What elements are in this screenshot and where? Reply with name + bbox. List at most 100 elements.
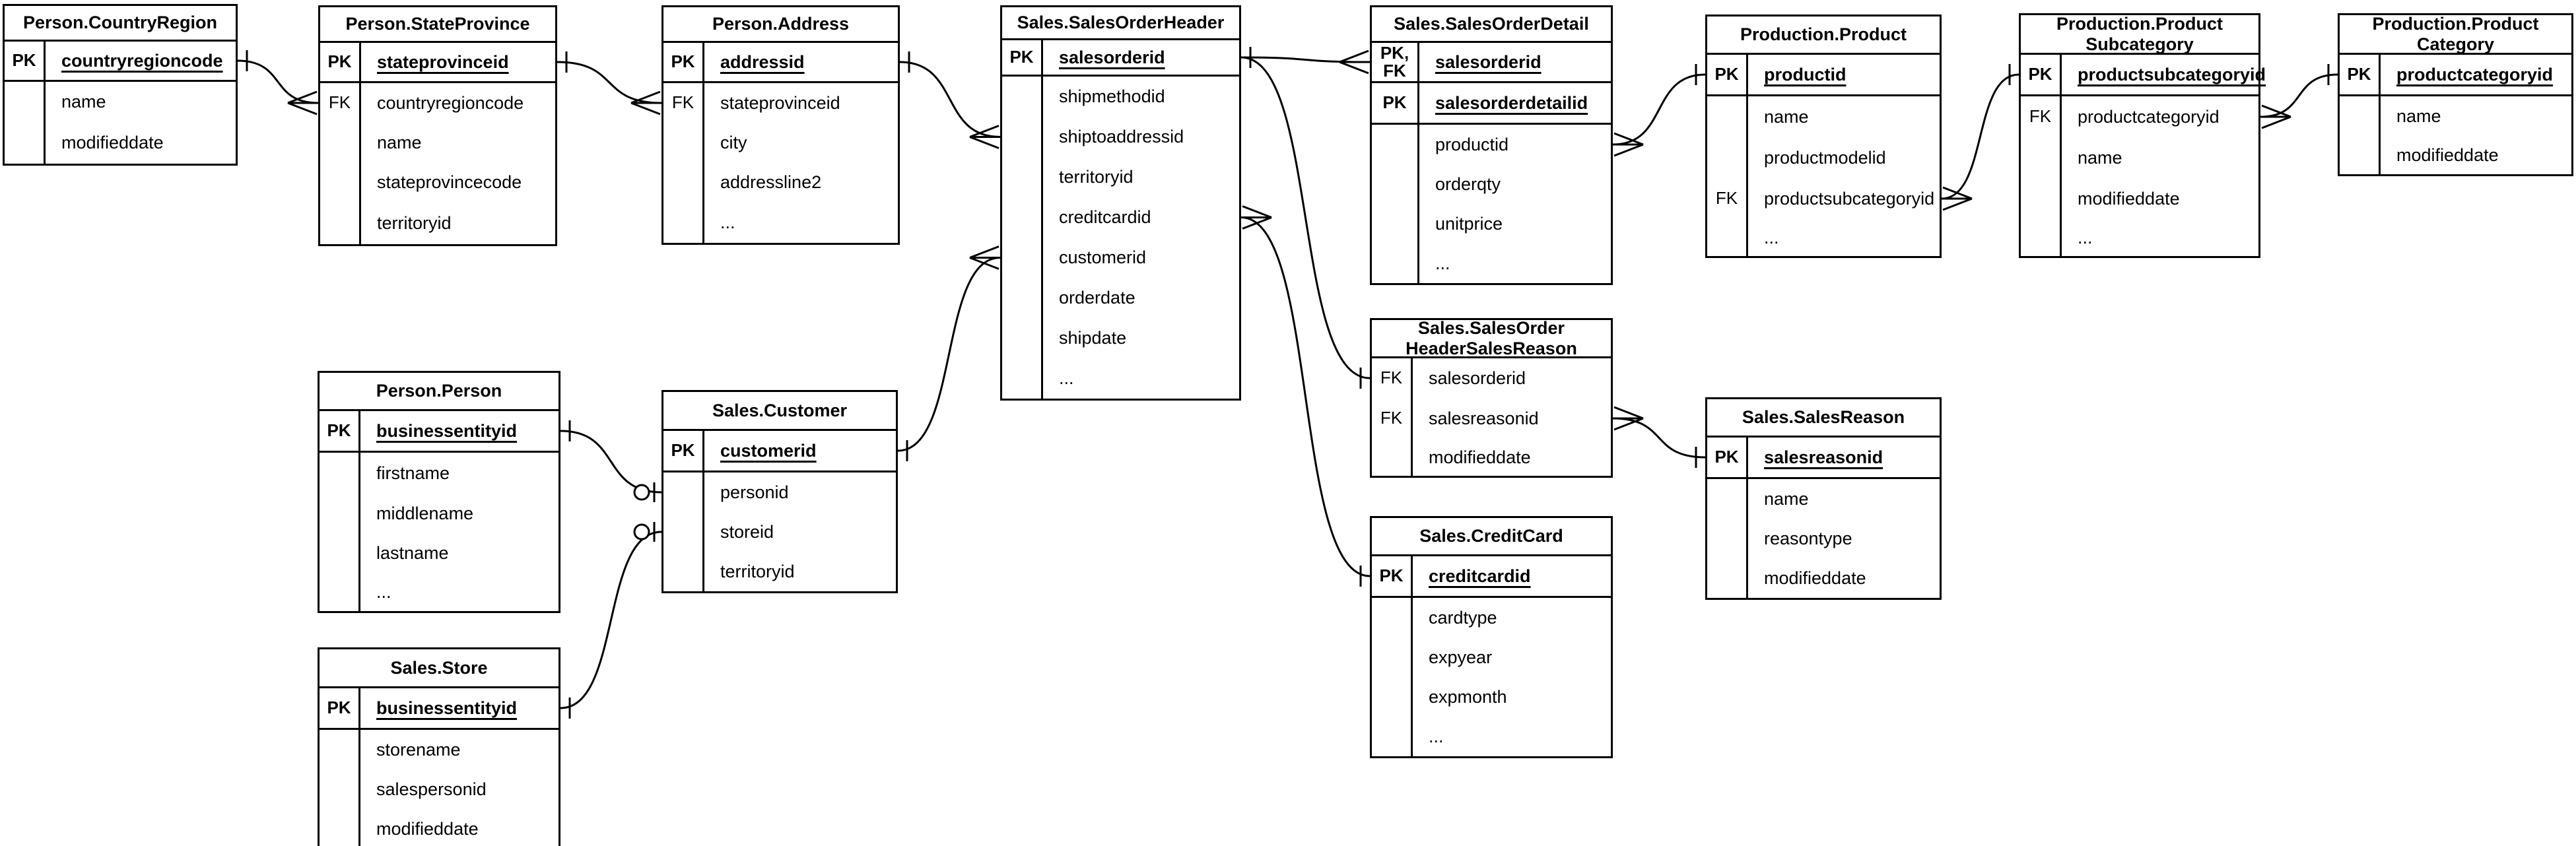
field-name: cardtype: [1429, 607, 1497, 628]
key-label: [1002, 278, 1043, 318]
field-name: shipdate: [1059, 328, 1127, 348]
key-label: [1372, 677, 1413, 717]
field-row: shipdate: [1002, 318, 1239, 358]
field-name: salesorderid: [1435, 51, 1542, 72]
field-row: territoryid: [663, 552, 896, 591]
relationship-store.businessentityid-to-customer.storeid: [560, 522, 662, 719]
relationship-salesorderheader.creditcardid-to-creditcard.creditcardid: [1240, 205, 1371, 587]
field-row: storeid: [663, 512, 896, 552]
field-name: modifieddate: [2396, 145, 2499, 165]
field-name: orderqty: [1435, 174, 1501, 194]
field-row: orderdate: [1002, 278, 1239, 318]
field-row: name: [2340, 96, 2571, 136]
relationship-headersalesreason.salesreasonid-to-salesreason.salesreasonid: [1612, 406, 1706, 468]
field-row: name: [1707, 96, 1940, 137]
field-name: middlename: [376, 503, 474, 523]
key-label: [320, 769, 360, 809]
field-name: ...: [720, 212, 735, 232]
field-name: businessentityid: [376, 698, 518, 718]
entity-title: Sales.CreditCard: [1372, 518, 1611, 556]
field-row: name: [5, 82, 236, 121]
field-row: PK, FK salesorderid: [1372, 43, 1611, 81]
field-row: productid: [1372, 125, 1611, 164]
field-row: lastname: [320, 533, 559, 573]
field-name: salesreasonid: [1429, 408, 1539, 428]
field-name: name: [61, 91, 106, 112]
field-row: orderqty: [1372, 164, 1611, 204]
field-name: modifieddate: [1429, 447, 1531, 467]
field-row: modifieddate: [2340, 136, 2571, 174]
key-label: [1372, 164, 1419, 204]
field-row: territoryid: [1002, 157, 1239, 197]
field-row: name: [2021, 137, 2258, 178]
field-name: ...: [1059, 368, 1074, 388]
field-name: productcategoryid: [2078, 106, 2220, 127]
key-label: [2021, 137, 2062, 178]
field-name: personid: [720, 482, 789, 502]
key-label: [1002, 318, 1043, 358]
relationship-salesorderdetail.productid-to-product.productid: [1612, 64, 1706, 157]
key-label: [320, 162, 361, 202]
field-name: creditcardid: [1429, 566, 1531, 586]
relationship-person.businessentityid-to-customer.personid: [560, 420, 662, 502]
key-label: [1002, 238, 1043, 278]
field-row: city: [663, 123, 898, 162]
key-label: PK, FK: [1372, 43, 1419, 81]
key-label: [663, 512, 704, 552]
key-label: [1372, 125, 1419, 164]
field-name: stateprovincecode: [377, 172, 522, 192]
field-name: stateprovinceid: [720, 92, 840, 113]
field-name: reasontype: [1764, 528, 1852, 548]
field-row: customerid: [1002, 238, 1239, 278]
field-name: territoryid: [1059, 167, 1134, 187]
key-label: [1002, 117, 1043, 157]
entity-title: Person.Address: [663, 7, 898, 43]
field-row: expmonth: [1372, 677, 1611, 717]
field-row: modifieddate: [1372, 439, 1611, 476]
field-name: productmodelid: [1764, 147, 1886, 168]
field-row: ...: [1372, 244, 1611, 283]
key-label: PK: [1372, 556, 1413, 596]
field-row: middlename: [320, 494, 559, 533]
field-name: ...: [1764, 227, 1779, 247]
key-label: [1372, 244, 1419, 283]
relationship-product.productsubcategoryid-to-productsubcategory.productsubcategoryid: [1941, 64, 2019, 211]
field-row: creditcardid: [1002, 197, 1239, 238]
relationship-salesorderheader.salesorderid-to-salesorderdetail.salesorderid: [1240, 47, 1371, 75]
key-label: [663, 162, 704, 202]
field-name: addressid: [720, 51, 805, 72]
field-row: ...: [320, 573, 559, 611]
key-label: [663, 552, 704, 591]
relationship-customer.customerid-to-salesorderheader.customerid: [897, 245, 1001, 461]
key-label: [1002, 197, 1043, 238]
field-name: addressline2: [720, 172, 822, 192]
field-name: name: [1764, 106, 1809, 127]
field-name: orderdate: [1059, 288, 1135, 308]
key-label: PK: [1707, 55, 1748, 94]
field-name: creditcardid: [1059, 207, 1151, 227]
field-row: shipmethodid: [1002, 77, 1239, 117]
key-label: [320, 573, 360, 611]
field-name: salesorderdetailid: [1435, 92, 1588, 113]
entity-title: Person.CountryRegion: [5, 6, 236, 42]
field-name: city: [720, 132, 747, 152]
field-row: PK creditcardid: [1372, 556, 1611, 596]
field-name: ...: [1429, 726, 1444, 746]
key-label: [2340, 136, 2381, 174]
key-label: FK: [1707, 178, 1748, 219]
